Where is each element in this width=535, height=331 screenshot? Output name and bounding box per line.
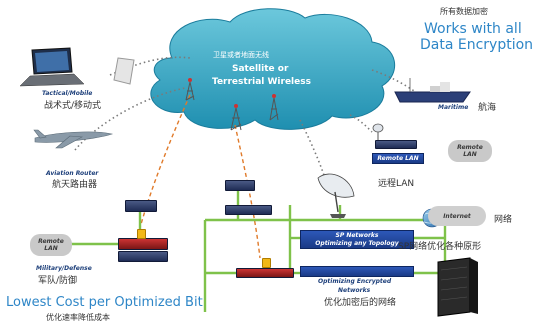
header-cn: 所有数据加密 [440, 7, 488, 16]
router-device [225, 205, 272, 215]
remote-lan-right-cloud: Remote LAN [448, 140, 492, 162]
link-aviation [74, 87, 186, 151]
cloud-label-en-line1: Satellite or [232, 64, 289, 74]
remote-lan-left-line2: LAN [44, 245, 58, 252]
link-orange-center [234, 124, 261, 259]
link-dish-center [299, 119, 331, 196]
tactical-label-cn: 战术式/移动式 [44, 101, 102, 111]
satellite-dish-icon [372, 123, 384, 140]
satellite-dish-icon [317, 173, 355, 218]
remote-lan-right-cn: 远程LAN [378, 179, 415, 189]
footer-en: Lowest Cost per Optimized Bit [6, 295, 203, 310]
maritime-label-cn: 航海 [478, 103, 497, 113]
encryptor-device [118, 238, 168, 250]
header-en-line2: Data Encryption [420, 37, 534, 53]
satellite-terminal-icon [113, 57, 135, 85]
internet-label-cn: 网络 [494, 215, 513, 225]
airplane-icon [33, 129, 114, 149]
router-device [118, 251, 168, 262]
link-orange-left [137, 94, 191, 236]
encrypted-networks-bar [300, 266, 414, 277]
remote-lan-right-line2: LAN [463, 151, 477, 158]
sp-networks-line1: SP Networks [335, 232, 379, 239]
sp-networks-label-cn: SP网络优化各种原形 [398, 242, 482, 252]
router-device [125, 200, 157, 212]
sp-networks-line2: Optimizing any Topology [315, 240, 399, 247]
footer-cn: 优化速率降低成本 [46, 313, 110, 322]
router-device [225, 180, 255, 191]
internet-cloud: Internet [428, 206, 486, 226]
remote-lan-right-bar-label: Remote LAN [377, 155, 419, 162]
lock-icon [137, 229, 146, 239]
remote-lan-left-label-en: Military/Defense [36, 265, 92, 272]
encrypted-label-cn: 优化加密后的网络 [324, 298, 397, 308]
cloud-label-cn: 卫星或者地面无线 [213, 51, 269, 59]
remote-lan-right-device [375, 140, 417, 149]
remote-lan-left-line1: Remote [38, 238, 64, 245]
maritime-label-en: Maritime [438, 104, 469, 111]
radio-tower-icon [185, 78, 195, 101]
remote-lan-right-bar: Remote LAN [372, 153, 424, 164]
sp-networks-bar: SP Networks Optimizing any Topology [300, 230, 414, 249]
tactical-label-en: Tactical/Mobile [42, 90, 93, 97]
aviation-label-en: Aviation Router [46, 170, 99, 177]
remote-lan-left-label-cn: 军队/防御 [38, 276, 78, 286]
encrypted-line2: Networks [338, 287, 371, 294]
ship-icon [394, 78, 471, 103]
cloud-label-en-line2: Terrestrial Wireless [212, 77, 311, 87]
server-rack-icon [437, 257, 478, 317]
lock-icon [262, 258, 271, 268]
remote-lan-left-cloud: Remote LAN [30, 234, 72, 256]
encrypted-line1: Optimizing Encrypted [318, 278, 392, 285]
encryptor-device [236, 268, 294, 278]
laptop-icon [19, 47, 85, 87]
radio-tower-icon [230, 104, 242, 131]
orange-links [137, 94, 261, 259]
radio-tower-icon [269, 94, 279, 121]
green-backbone [65, 190, 447, 312]
remote-lan-right-line1: Remote [457, 144, 483, 151]
link-remote-lan-right [349, 114, 373, 133]
internet-label-en: Internet [443, 213, 471, 220]
aviation-label-cn: 航天路由器 [52, 180, 98, 190]
header-en-line1: Works with all [424, 21, 522, 37]
wireless-cloud-shape [150, 8, 396, 130]
